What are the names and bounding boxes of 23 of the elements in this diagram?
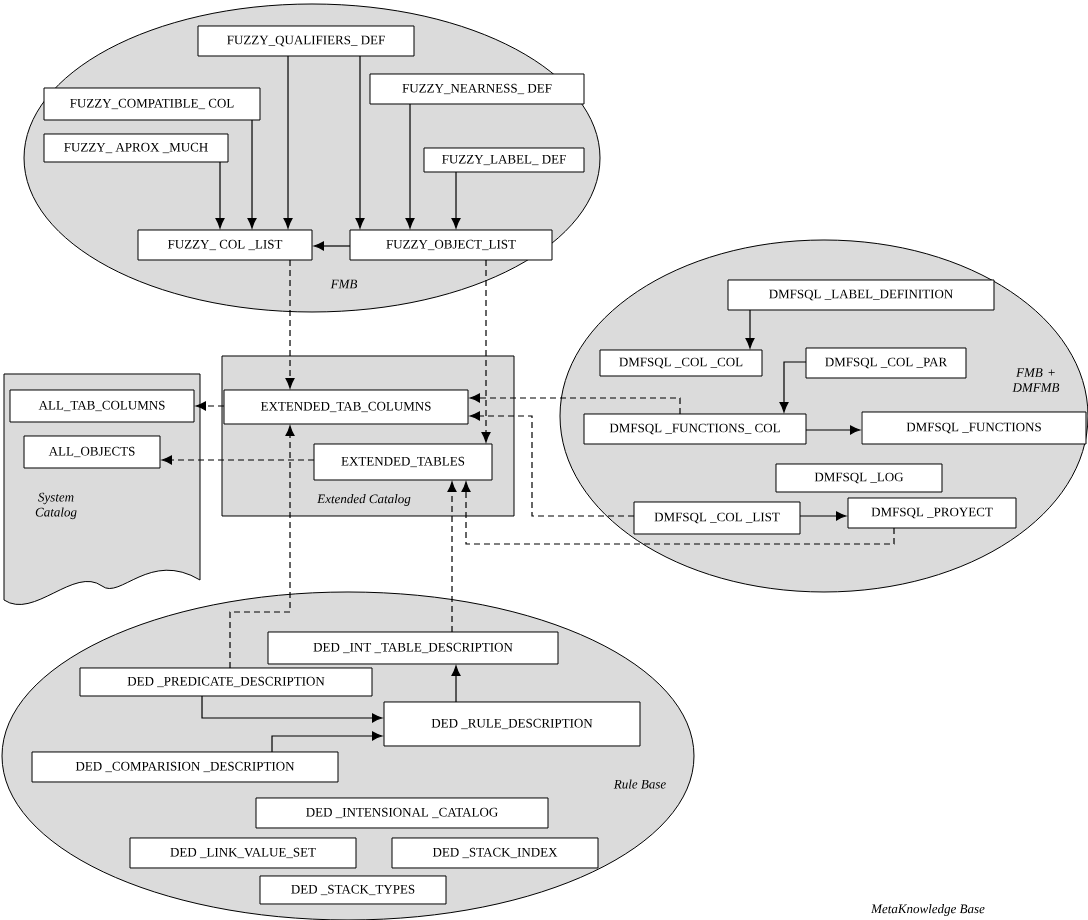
arrow [195, 401, 225, 411]
arrow [201, 695, 383, 723]
arrow [745, 309, 755, 349]
arrow [451, 665, 461, 703]
arrow [799, 511, 847, 521]
arrow [461, 481, 895, 545]
arrow [805, 425, 861, 435]
arrow [447, 481, 457, 633]
arrow [481, 259, 491, 443]
arrow [451, 171, 461, 229]
arrow [271, 731, 383, 753]
arrow [469, 411, 635, 517]
arrow [229, 425, 295, 669]
arrow [283, 55, 293, 229]
arrow [469, 393, 681, 415]
arrow [161, 455, 315, 465]
arrow [405, 103, 415, 229]
arrow [285, 259, 295, 389]
arrow [313, 241, 351, 251]
arrow [215, 161, 225, 229]
arrow [247, 119, 257, 229]
arrow [779, 361, 807, 413]
arrow [355, 55, 365, 229]
